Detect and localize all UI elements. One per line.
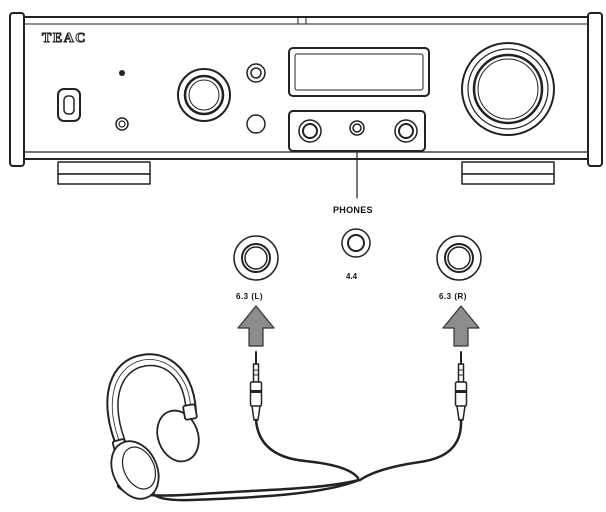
- small-button: [115, 117, 129, 131]
- jack-left-label: 6.3 (L): [236, 292, 264, 301]
- device-front-panel: [9, 12, 603, 185]
- arrow-up-icon: [442, 305, 480, 347]
- plug-icon: [454, 351, 468, 421]
- arrow-up-icon: [237, 305, 275, 347]
- device-foot-left: [57, 161, 151, 185]
- headphones-icon: [106, 353, 200, 500]
- panel-headphone-block: [288, 110, 426, 152]
- device-foot-right: [461, 161, 555, 185]
- volume-knob: [461, 42, 555, 136]
- menu-button: [246, 63, 266, 83]
- power-switch: [57, 88, 81, 122]
- selector-knob: [177, 68, 231, 122]
- jack-left-6-3: [233, 235, 279, 281]
- standby-indicator: [119, 70, 125, 76]
- display-window: [288, 47, 430, 97]
- jack-balanced-4-4: [341, 228, 371, 258]
- phones-label: PHONES: [333, 205, 373, 215]
- plug-icon: [249, 351, 263, 421]
- panel-body: [23, 16, 589, 160]
- jack-balanced-label: 4.4: [346, 272, 358, 281]
- enter-button: [246, 114, 266, 134]
- jack-right-label: 6.3 (R): [439, 292, 467, 301]
- brand-logo: TEAC: [42, 31, 87, 47]
- jack-right-6-3: [436, 235, 482, 281]
